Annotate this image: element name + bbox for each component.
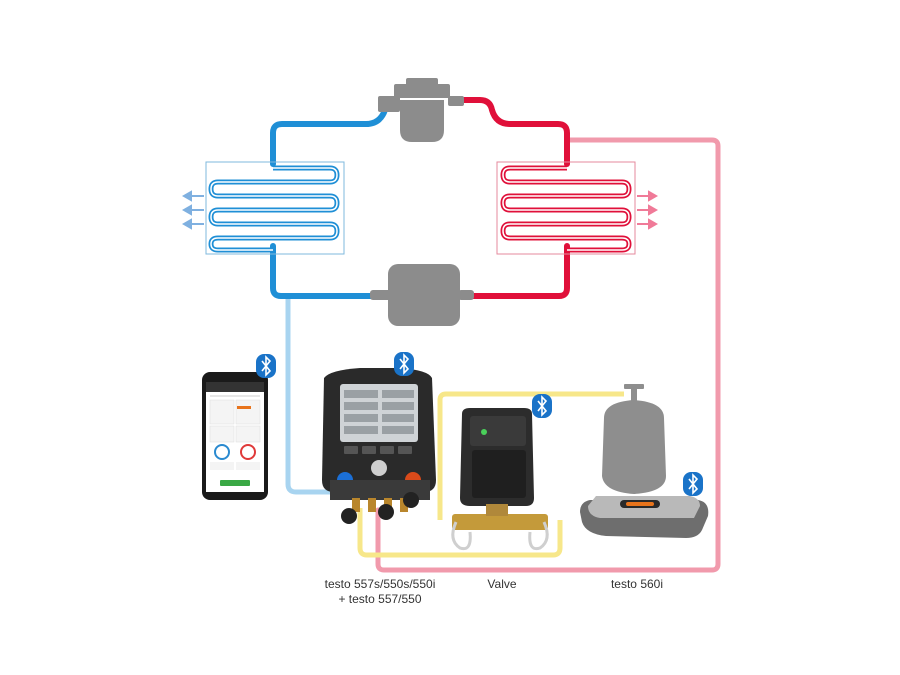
bluetooth-icon bbox=[683, 472, 703, 496]
scale-label: testo 560i bbox=[610, 577, 664, 591]
manifold-label: testo 557s/550s/550i + testo 557/550 bbox=[290, 577, 470, 607]
compressor-icon bbox=[370, 264, 474, 326]
expansion-valve-icon bbox=[378, 78, 464, 142]
valve-label: Valve bbox=[487, 577, 517, 591]
bluetooth-icon bbox=[532, 394, 552, 418]
pink-connection-line bbox=[375, 137, 721, 573]
yellow-connection-line-upper bbox=[437, 391, 624, 520]
scale-icon bbox=[580, 496, 709, 538]
smartphone-icon bbox=[202, 372, 268, 500]
bluetooth-icon bbox=[394, 352, 414, 376]
manifold-label-line2: + testo 557/550 bbox=[338, 592, 422, 606]
cold-refrigerant-line bbox=[270, 107, 388, 299]
manifold-icon bbox=[322, 368, 436, 524]
bluetooth-icon bbox=[256, 354, 276, 378]
condenser-icon bbox=[496, 161, 659, 255]
refrigerant-bottle-icon bbox=[602, 384, 666, 494]
valve-icon bbox=[451, 408, 549, 551]
yellow-connection-line bbox=[357, 508, 563, 558]
light-blue-connection-line bbox=[285, 296, 336, 495]
manifold-label-line1: testo 557s/550s/550i bbox=[324, 577, 436, 591]
evaporator-icon bbox=[181, 161, 345, 255]
hot-refrigerant-line bbox=[457, 97, 570, 299]
